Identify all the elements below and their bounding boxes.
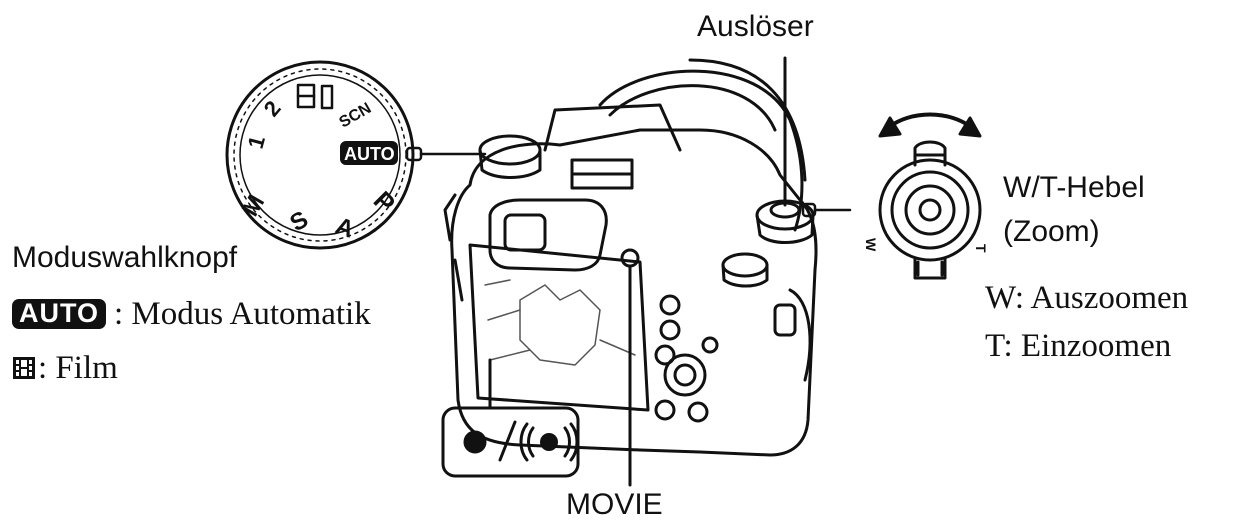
zoom-connector — [801, 202, 852, 218]
dial-mark-auto: AUTO — [344, 144, 395, 164]
zoom-lever-label: W/T-Hebel — [1003, 171, 1145, 204]
mode-dial-label: Moduswahlknopf — [12, 241, 238, 274]
dial-film-icon — [296, 83, 316, 109]
lever-mark-w: W — [863, 238, 879, 252]
dial-mark-p: P — [368, 185, 401, 218]
zoom-t-desc: T: Einzoomen — [985, 328, 1172, 364]
dial-mark-2: 2 — [259, 96, 286, 121]
dial-sweep-icon — [320, 84, 334, 110]
record-callout — [441, 358, 580, 478]
camera-body-illustration — [443, 58, 818, 457]
film-mode-desc: : Film — [38, 350, 118, 386]
zoom-lever-illustration — [878, 112, 982, 280]
movie-label: MOVIE — [566, 488, 663, 521]
dial-marks: M S A P AUTO SCN 1 2 — [237, 96, 401, 244]
dial-connector — [405, 146, 487, 162]
film-mode-line: : Film — [12, 352, 118, 385]
lever-mark-t: T — [973, 244, 989, 253]
dial-mark-m: M — [237, 190, 270, 221]
dial-mark-a: A — [332, 212, 358, 243]
lever-marks: W T — [863, 238, 989, 253]
auto-badge: AUTO — [12, 299, 107, 329]
film-icon — [13, 357, 35, 379]
dial-mark-scn: SCN — [337, 100, 375, 132]
auto-mode-line: AUTO: Modus Automatik — [12, 298, 371, 331]
dial-mark-1: 1 — [243, 133, 270, 151]
zoom-w-desc: W: Auszoomen — [985, 280, 1189, 316]
dial-mark-s: S — [286, 206, 313, 237]
auto-mode-desc: : Modus Automatik — [114, 296, 371, 332]
lcd-image — [484, 279, 636, 366]
zoom-lever-paren: (Zoom) — [1003, 215, 1100, 248]
shutter-label: Auslöser — [697, 10, 814, 43]
